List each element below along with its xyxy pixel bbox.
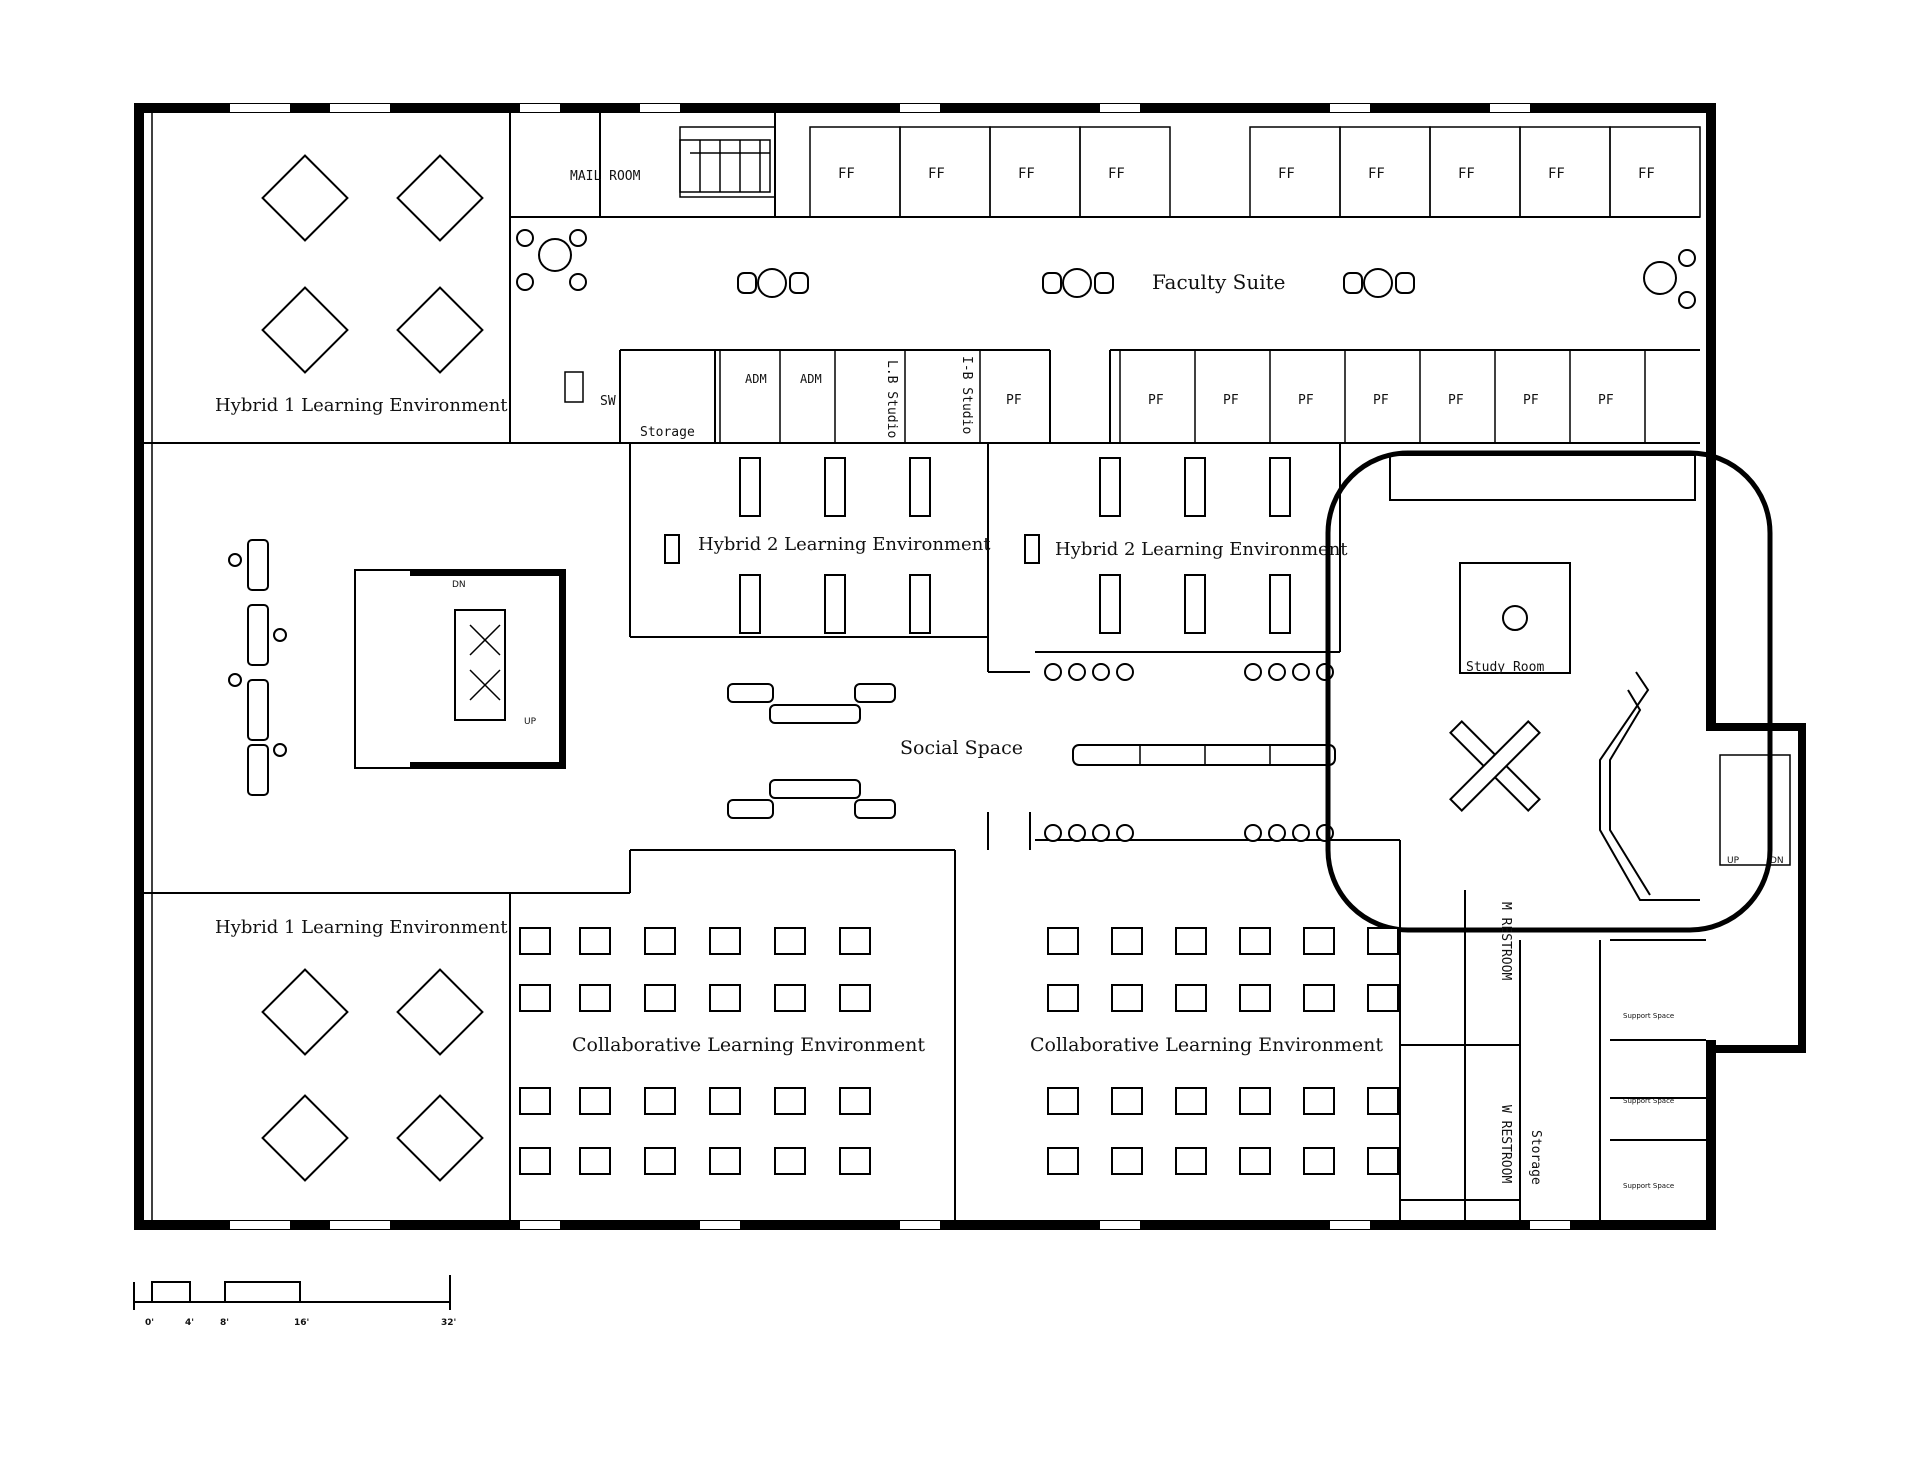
ff-label-5: FF [1278,166,1295,182]
support-space-label-2: Support Space [1623,1097,1674,1105]
stair-dn-label: DN [1770,856,1784,866]
pf-label-7: PF [1523,393,1539,408]
study-room-label: Study Room [1466,660,1544,675]
hybrid-1-label-top: Hybrid 1 Learning Environment [215,395,508,416]
scale-bar: 0' 4' 8' 16' 32' [133,1275,456,1328]
pf-label-2: PF [1148,393,1164,408]
highlight-outline [1325,450,1773,933]
support-space-label-3: Support Space [1623,1182,1674,1190]
elevator-core: DN UP [354,569,566,769]
ff-label-1: FF [838,166,855,182]
exterior-walls [134,103,1806,1230]
ff-label-6: FF [1368,166,1385,182]
ib-studio-label: I-B Studio [959,356,974,434]
pf-label-3: PF [1223,393,1239,408]
storage-label-bottom: Storage [1528,1130,1543,1185]
collaborative-label-left: Collaborative Learning Environment [572,1034,925,1056]
w-restroom-label: W RESTROOM [1498,1105,1513,1183]
scale-tick-32: 32' [441,1318,456,1328]
scale-tick-16: 16' [294,1318,309,1328]
scale-tick-8: 8' [220,1318,229,1328]
right-stair: UP DN [1719,754,1791,866]
storage-label-top: Storage [640,425,695,440]
hybrid-1-tables [261,154,484,1182]
hybrid-2-label-left: Hybrid 2 Learning Environment [698,534,991,555]
study-room: Study Room [1449,605,1544,812]
ff-label-4: FF [1108,166,1125,182]
ff-label-2: FF [928,166,945,182]
m-restroom-label: M RESTROOM [1498,902,1513,980]
pf-label-4: PF [1298,393,1314,408]
left-lounge-seating [228,539,287,796]
ff-label-7: FF [1458,166,1475,182]
support-space-label-1: Support Space [1623,1012,1674,1020]
hybrid-1-label-bottom: Hybrid 1 Learning Environment [215,917,508,938]
collaborative-desks-right [1047,927,1399,1175]
restrooms: M RESTROOM W RESTROOM Storage Support Sp… [1498,902,1674,1190]
faculty-suite-lounge: Faculty Suite [516,229,1696,309]
scale-tick-0: 0' [145,1318,154,1328]
lb-studio-label: L.B Studio [884,360,899,438]
faculty-offices: MAIL ROOM FF FF FF FF FF FF FF FF FF [570,126,1701,218]
sw-label: SW [600,394,616,409]
mail-room-label: MAIL ROOM [570,169,641,184]
ff-office-row [809,126,1701,218]
pf-label-6: PF [1448,393,1464,408]
faculty-suite-label: Faculty Suite [1152,270,1285,294]
adm-label-1: ADM [745,372,767,386]
social-space-label: Social Space [900,737,1023,759]
ff-label-3: FF [1018,166,1035,182]
collaborative-desks-left [519,927,871,1175]
elevator-up-label: UP [524,717,537,727]
ff-label-9: FF [1638,166,1655,182]
collaborative-label-right: Collaborative Learning Environment [1030,1034,1383,1056]
adm-label-2: ADM [800,372,822,386]
hybrid-2-label-right: Hybrid 2 Learning Environment [1055,539,1348,560]
social-space-seating [727,683,1336,819]
scale-tick-4: 4' [185,1318,194,1328]
ff-label-8: FF [1548,166,1565,182]
admin-row: SW Storage ADM ADM L.B Studio I-B Studio… [564,350,1646,443]
pf-label-8: PF [1598,393,1614,408]
stool-rows [1044,663,1334,842]
pf-label-5: PF [1373,393,1389,408]
interior-walls [144,113,1706,1220]
elevator-dn-label: DN [452,580,466,590]
stair-up-label: UP [1727,856,1740,866]
pf-label-1: PF [1006,393,1022,408]
hybrid-2-desks [664,457,1291,634]
